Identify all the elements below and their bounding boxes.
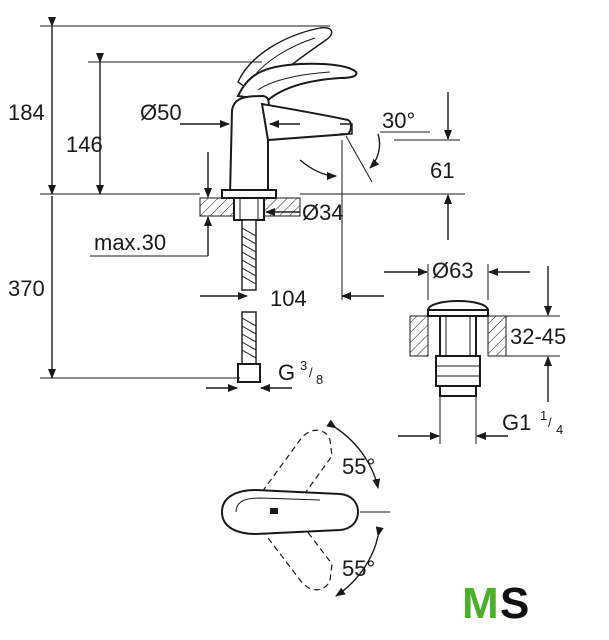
hose-nut [237,363,261,383]
dim-waste-thread-num: 1 [540,408,547,423]
logo-letter-m: M [462,579,499,628]
lever-top-view [220,429,360,591]
dim-height-total: 184 [8,100,45,125]
lever-top [220,488,360,536]
dim-waste-thread: G1 [502,410,531,435]
dim-hose-thread-slash: / [309,365,313,380]
dim-spout-reach: 104 [270,286,307,311]
lever-indicator [270,508,278,514]
dim-hose-thread: G [278,360,295,385]
logo-letter-s: S [500,579,529,628]
waste-valve [409,300,507,397]
dim-hose-thread-num: 3 [300,358,307,373]
dim-lever-angle-top: 55° [342,454,375,479]
mounting-nut [233,197,265,221]
dim-waste-range: 32-45 [510,324,566,349]
dim-waste-diameter: Ø63 [432,258,474,283]
dim-spout-projection: 61 [430,158,454,183]
supply-hose [237,219,261,383]
faucet-base [221,189,277,199]
dim-hose-thread-den: 8 [316,372,323,387]
waste-cap [426,300,490,311]
faucet-spout [260,102,352,142]
dim-height-spout: 146 [66,132,103,157]
dim-waste-thread-den: 4 [556,422,563,437]
lever-handle [236,62,358,102]
spout-aerator [340,123,353,135]
countertop-section [199,197,301,221]
dim-hole-diameter: Ø34 [302,200,344,225]
lever-handle-edge [257,71,331,91]
ms-logo: M S [462,579,529,628]
faucet-side-view [221,26,358,199]
dim-waste-thread-slash: / [548,415,552,430]
dim-hose-length: 370 [8,276,45,301]
dim-spout-angle: 30° [382,108,415,133]
dim-max-thickness: max.30 [94,230,166,255]
dim-lever-angle-bottom: 55° [342,556,375,581]
dim-body-diameter: Ø50 [140,100,182,125]
